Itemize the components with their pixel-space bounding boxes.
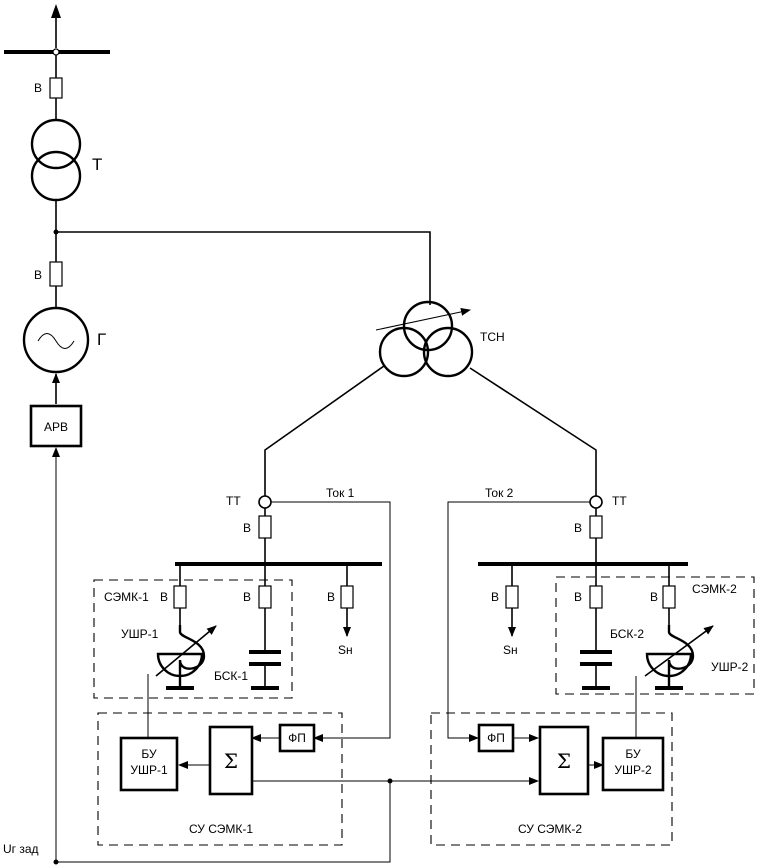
bsk2-label: БСК-2	[610, 627, 644, 641]
current1-label: Ток 1	[326, 486, 355, 500]
sum-symbol-1: Σ	[224, 749, 238, 773]
breaker-label-load2: В	[491, 590, 499, 604]
breaker-generator	[49, 261, 63, 287]
bu2-line1: БУ	[625, 747, 641, 761]
breaker-main-upper	[49, 77, 63, 99]
semk2-label: СЭМК-2	[692, 582, 737, 596]
transformer-t-winding-2	[30, 150, 82, 202]
ug-set-label: Uг зад	[3, 842, 39, 856]
current-transformer-2	[589, 495, 603, 509]
tsn-transformer: ТСН	[375, 300, 505, 378]
breaker-label-s2: В	[574, 521, 582, 535]
bsk1-label: БСК-1	[214, 669, 248, 683]
tt1-label: ТТ	[226, 494, 241, 508]
control-system-1: БУ УШР-1 Σ ФП СУ СЭМК-1	[97, 712, 343, 846]
generator-label: Г	[97, 330, 106, 349]
transformer-label: Т	[92, 155, 102, 174]
semk-2-boundary	[555, 576, 755, 695]
tsn-label: ТСН	[480, 330, 505, 344]
arv-label: АРВ	[44, 420, 68, 434]
su1-label: СУ СЭМК-1	[189, 822, 253, 836]
fp-block-2	[477, 723, 515, 753]
sum-block-1	[208, 725, 254, 796]
tsn-branch-left	[264, 365, 385, 496]
ushr-2-reactor	[667, 625, 695, 688]
arv-block	[29, 404, 83, 448]
bu1-line1: БУ	[141, 747, 157, 761]
su-semk-1-boundary	[97, 712, 343, 846]
ushr2-label: УШР-2	[711, 660, 749, 674]
load1-label: Sн	[338, 643, 353, 657]
control-system-2: ФП Σ БУ УШР-2 СУ СЭМК-2	[430, 712, 673, 846]
breaker-label-gen: В	[34, 268, 42, 282]
breaker-label-bsk1: В	[243, 590, 251, 604]
breaker-label-bsk2: В	[574, 590, 582, 604]
breaker-label-s1: В	[243, 521, 251, 535]
sum-symbol-2: Σ	[557, 749, 571, 773]
generator-symbol	[22, 306, 90, 374]
breaker-label-ushr2: В	[650, 590, 658, 604]
breaker-label: В	[34, 81, 42, 95]
bu2-line2: УШР-2	[614, 763, 652, 777]
current2-label: Ток 2	[485, 486, 514, 500]
semk1-label: СЭМК-1	[104, 590, 149, 604]
ushr1-label: УШР-1	[121, 627, 159, 641]
fp2-label: ФП	[487, 731, 505, 745]
bu-ushr-1-block	[119, 736, 179, 792]
fp-block-1	[278, 723, 316, 753]
breaker-section-2	[589, 515, 603, 539]
semk-1-boundary	[93, 579, 293, 699]
sum-block-2	[538, 725, 590, 796]
current-transformer-1	[258, 495, 272, 509]
transformer-t-winding-1	[30, 118, 82, 170]
tt2-label: ТТ	[612, 494, 627, 508]
su2-label: СУ СЭМК-2	[518, 822, 582, 836]
tsn-supply-line	[56, 231, 431, 305]
ac-wave-icon	[37, 333, 75, 349]
signal-wires: Ток 1 Ток 2 Uг зад	[3, 486, 637, 865]
tsn-branch-right	[469, 367, 597, 496]
section-1: ТТ В В УШР-1 В БСК-1 В Sн СЭМК-1	[93, 494, 382, 699]
main-chain: В Т В Г АРВ	[4, 4, 110, 862]
fp1-label: ФП	[288, 731, 306, 745]
breaker-label-ushr1: В	[160, 590, 168, 604]
breaker-label-load1: В	[327, 590, 335, 604]
load2-label: Sн	[503, 643, 518, 657]
ushr-1-reactor	[178, 625, 206, 688]
export-arrow	[51, 4, 61, 18]
bu-ushr-2-block	[601, 736, 665, 792]
su-semk-2-boundary	[430, 712, 673, 846]
breaker-section-1	[258, 515, 272, 539]
regulation-arrow-icon	[375, 307, 471, 331]
section-2: ТТ В В Sн В БСК-2 В УШР-2 СЭМК-2	[478, 494, 755, 695]
bu1-line2: УШР-1	[130, 763, 168, 777]
